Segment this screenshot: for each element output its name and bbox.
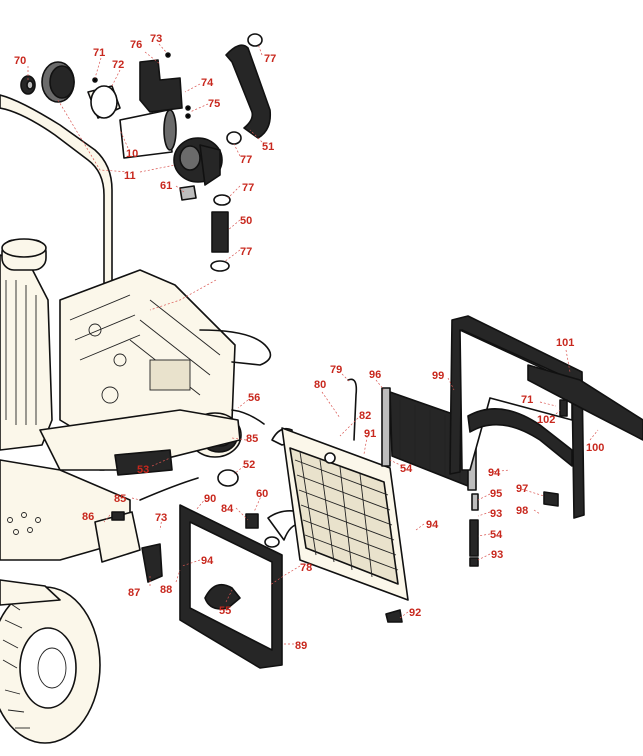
callout-72: 72 [112, 59, 124, 71]
callout-85: 85 [246, 433, 258, 445]
callout-85: 85 [114, 493, 126, 505]
callout-100: 100 [586, 442, 604, 454]
callout-73: 73 [155, 512, 167, 524]
callout-102: 102 [537, 414, 555, 426]
callout-78: 78 [300, 562, 312, 574]
callout-92: 92 [409, 607, 421, 619]
callout-99: 99 [432, 370, 444, 382]
callout-93: 93 [490, 508, 502, 520]
callout-56: 56 [248, 392, 260, 404]
air-cleaner-assembly [20, 33, 272, 272]
callout-50: 50 [240, 215, 252, 227]
callout-73: 73 [150, 33, 162, 45]
callout-10: 10 [126, 148, 138, 160]
callout-74: 74 [201, 77, 214, 89]
leader-lines [27, 43, 599, 645]
callout-94: 94 [201, 555, 214, 567]
callout-101: 101 [556, 337, 574, 349]
callout-93: 93 [491, 549, 503, 561]
callout-77: 77 [240, 154, 252, 166]
callout-71: 71 [521, 394, 533, 406]
callout-76: 76 [130, 39, 142, 51]
callout-87: 87 [128, 587, 140, 599]
callout-79: 79 [330, 364, 342, 376]
callout-91: 91 [364, 428, 376, 440]
callout-61: 61 [160, 180, 172, 192]
callout-77: 77 [240, 246, 252, 258]
callout-75: 75 [208, 98, 220, 110]
callout-52: 52 [243, 459, 255, 471]
callout-53: 53 [137, 464, 149, 476]
callout-70: 70 [14, 55, 26, 67]
callout-98: 98 [516, 505, 528, 517]
callout-60: 60 [256, 488, 268, 500]
callout-84: 84 [221, 503, 234, 515]
callout-97: 97 [516, 483, 528, 495]
callout-77: 77 [264, 53, 276, 65]
callout-88: 88 [160, 584, 172, 596]
callout-54: 54 [400, 463, 413, 475]
callout-55: 55 [219, 605, 231, 617]
callout-89: 89 [295, 640, 307, 652]
callout-90: 90 [204, 493, 216, 505]
callout-51: 51 [262, 141, 274, 153]
callout-82: 82 [359, 410, 371, 422]
callout-80: 80 [314, 379, 326, 391]
callout-94: 94 [488, 467, 501, 479]
callout-11: 11 [124, 170, 136, 182]
callout-71: 71 [93, 47, 105, 59]
callout-labels: 70 71 72 76 73 77 74 75 10 11 51 77 61 7… [14, 33, 604, 652]
callout-77: 77 [242, 182, 254, 194]
cooling-assembly [94, 315, 643, 669]
callout-54: 54 [490, 529, 503, 541]
callout-96: 96 [369, 369, 381, 381]
callout-95: 95 [490, 488, 502, 500]
callout-86: 86 [82, 511, 94, 523]
callout-94: 94 [426, 519, 439, 531]
